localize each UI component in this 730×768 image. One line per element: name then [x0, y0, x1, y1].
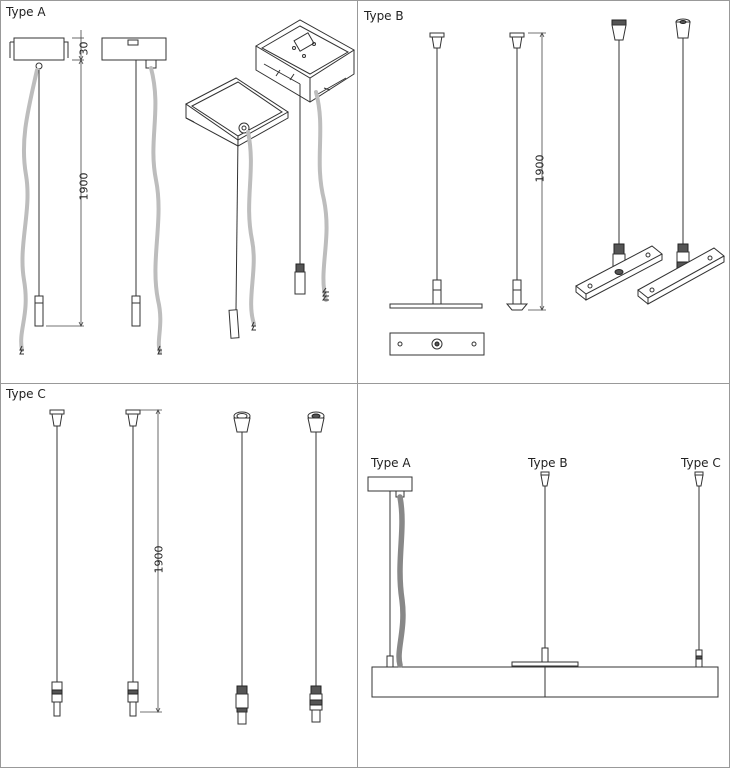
type-c-iso-view-right	[307, 411, 325, 723]
assembly-label-type-a: Type A	[371, 456, 411, 470]
type-a-front-view	[9, 37, 69, 355]
assembly-luminaire-body	[371, 666, 719, 698]
assembly-label-type-b: Type B	[528, 456, 568, 470]
type-b-iso-view-left	[575, 19, 663, 301]
type-b-dimension-lines	[528, 32, 546, 311]
type-c-front-view	[49, 409, 65, 717]
type-a-iso-view-open	[185, 77, 289, 339]
type-a-iso-view-box	[255, 19, 355, 302]
type-b-iso-view-right	[637, 18, 725, 305]
assembly-type-a-suspension	[367, 476, 413, 668]
panel-title-type-b: Type B	[364, 9, 404, 23]
type-b-side-view	[505, 32, 529, 311]
assembly-type-c-suspension	[694, 471, 704, 668]
type-c-dimension-lines	[140, 409, 162, 713]
type-c-iso-view-left	[233, 411, 251, 725]
type-b-plate-top-view	[389, 332, 485, 356]
type-a-side-view	[101, 37, 167, 355]
assembly-type-b-suspension	[511, 471, 579, 667]
type-b-dimension-height-label: 1900	[533, 154, 547, 183]
panel-title-type-a: Type A	[6, 5, 46, 19]
panel-title-type-c: Type C	[6, 387, 46, 401]
assembly-label-type-c: Type C	[681, 456, 721, 470]
type-c-dimension-height-label: 1900	[152, 545, 166, 574]
type-c-side-view	[125, 409, 141, 717]
type-a-dimension-lines	[46, 30, 84, 327]
type-b-front-view	[389, 32, 483, 309]
type-a-dimension-height-label: 1900	[77, 172, 91, 201]
type-a-dimension-top-label: 30	[77, 41, 91, 56]
